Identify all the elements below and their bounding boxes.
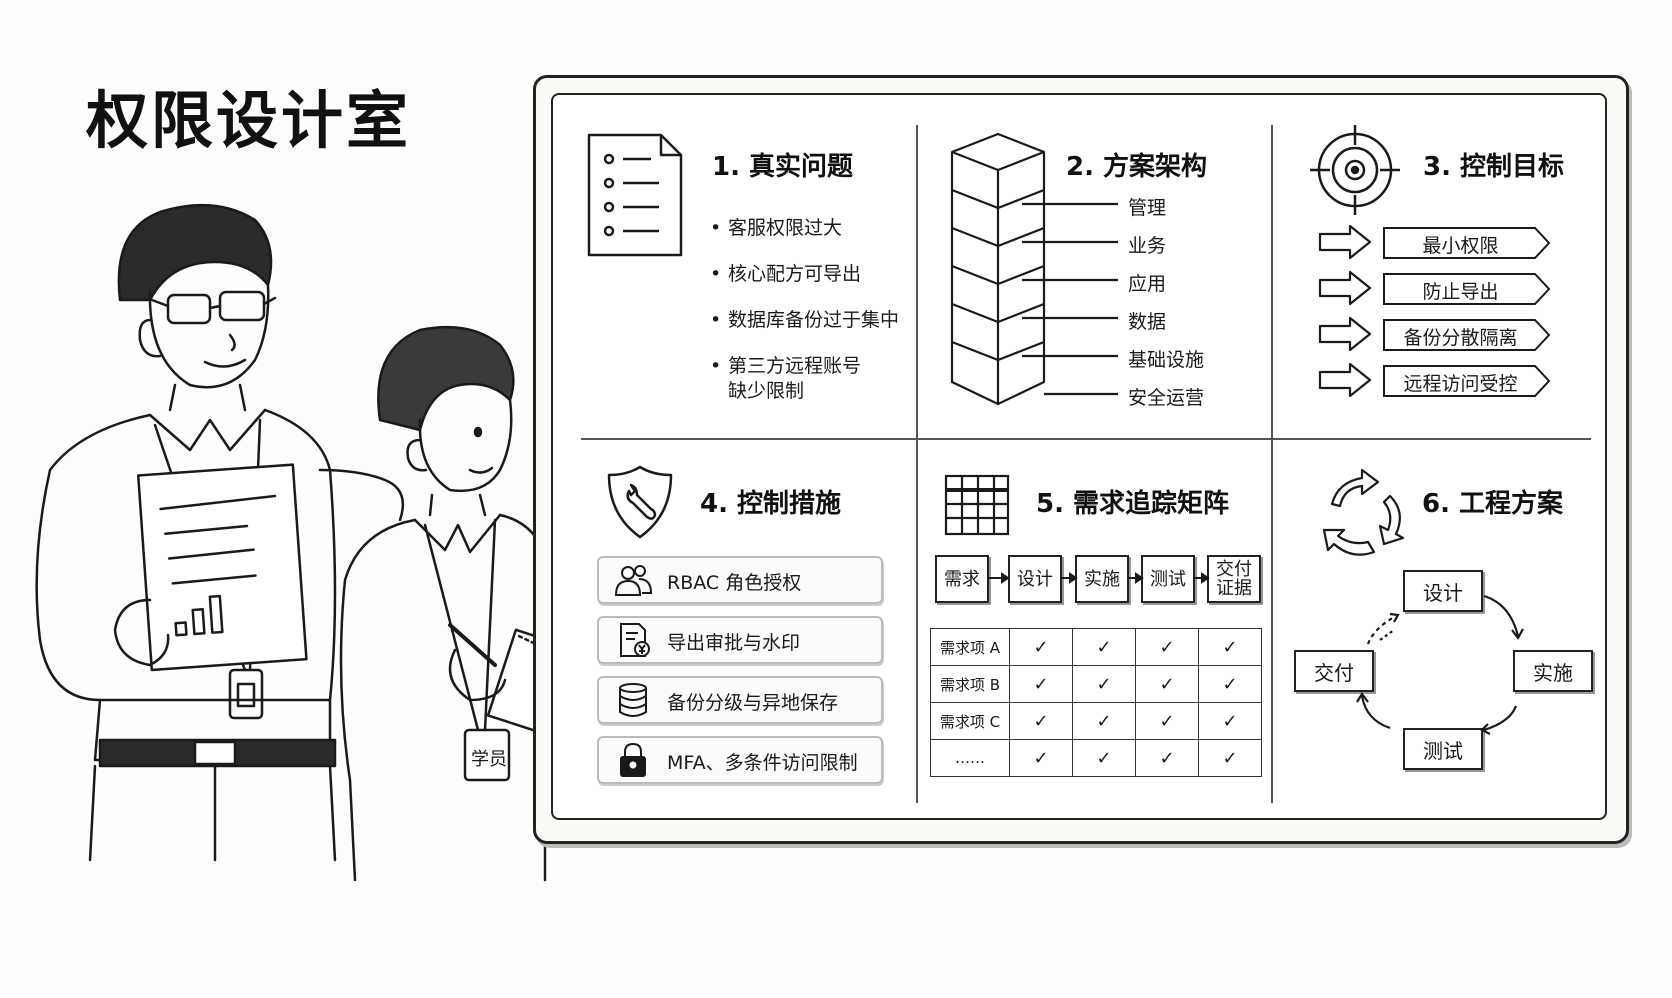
check-icon: ✓ xyxy=(1009,739,1073,777)
flow-step-line1: 交付 xyxy=(1216,559,1252,580)
goal-arrows xyxy=(1318,224,1372,398)
problem-item: 数据库备份过于集中 xyxy=(710,308,899,333)
arrow-icon xyxy=(1483,705,1518,732)
matrix-row-label: 需求项 B xyxy=(930,665,1010,703)
goal-box-outlines xyxy=(1383,227,1551,397)
page-title: 权限设计室 xyxy=(86,84,412,157)
database-icon xyxy=(619,683,647,717)
measure-label: MFA、多条件访问限制 xyxy=(667,752,858,774)
divider-horizontal xyxy=(581,438,1591,440)
flow-step-line2: 证据 xyxy=(1216,578,1252,599)
check-icon: ✓ xyxy=(1198,739,1262,777)
check-icon: ✓ xyxy=(1135,739,1199,777)
table-row: …… ✓ ✓ ✓ ✓ xyxy=(930,739,1262,777)
arrow-right-icon xyxy=(1318,270,1372,306)
target-crosshair-icon xyxy=(1310,125,1400,215)
cycle-step-testing: 测试 xyxy=(1403,728,1483,770)
check-icon: ✓ xyxy=(1009,702,1073,740)
flow-step-requirement: 需求 xyxy=(935,555,989,603)
document-yen-icon xyxy=(620,623,650,657)
section-title-engineering-plan: 6. 工程方案 xyxy=(1422,489,1564,519)
recycle-cycle-icon xyxy=(1322,468,1405,556)
matrix-row-label: 需求项 C xyxy=(930,702,1010,740)
layer-label-infrastructure: 基础设施 xyxy=(1128,349,1205,371)
problem-item: 核心配方可导出 xyxy=(710,262,899,287)
section-title-real-problems: 1. 真实问题 xyxy=(712,152,854,182)
flow-step-implementation: 实施 xyxy=(1075,555,1129,603)
matrix-row-label: …… xyxy=(930,739,1010,777)
student-badge: 学员 xyxy=(471,749,507,770)
layered-architecture-stack-icon xyxy=(950,132,1118,406)
matrix-row-label: 需求项 A xyxy=(930,628,1010,666)
goal-backup-isolation: 备份分散隔离 xyxy=(1403,327,1518,349)
checklist-document-icon xyxy=(587,133,683,257)
section-title-control-goals: 3. 控制目标 xyxy=(1423,152,1565,182)
section-title-traceability-matrix: 5. 需求追踪矩阵 xyxy=(1036,489,1230,519)
cycle-step-implementation: 实施 xyxy=(1513,650,1593,692)
measure-label: RBAC 角色授权 xyxy=(667,572,802,594)
flow-step-delivery-evidence: 交付 证据 xyxy=(1207,555,1261,603)
arrow-icon xyxy=(1360,695,1391,730)
layer-label-business: 业务 xyxy=(1128,235,1167,257)
arrow-right-icon xyxy=(1318,316,1372,352)
measure-label: 导出审批与水印 xyxy=(667,632,801,654)
arrow-icon xyxy=(1483,594,1520,637)
goal-least-privilege: 最小权限 xyxy=(1422,235,1499,257)
check-icon: ✓ xyxy=(1072,702,1136,740)
arrow-icon xyxy=(1366,615,1397,645)
layer-label-application: 应用 xyxy=(1128,273,1167,295)
check-icon: ✓ xyxy=(1009,628,1073,666)
section-title-control-measures: 4. 控制措施 xyxy=(700,489,842,519)
cycle-step-delivery: 交付 xyxy=(1294,650,1374,692)
shield-wrench-icon xyxy=(607,465,673,539)
check-icon: ✓ xyxy=(1135,665,1199,703)
measure-mfa: MFA、多条件访问限制 xyxy=(597,736,883,784)
table-row: 需求项 A ✓ ✓ ✓ ✓ xyxy=(930,628,1262,666)
instructor-and-student-illustration: 学员 xyxy=(35,203,598,882)
measure-export-approval: 导出审批与水印 xyxy=(597,616,883,664)
divider-vertical-2 xyxy=(1271,125,1273,803)
divider-vertical-1 xyxy=(916,125,918,803)
check-icon: ✓ xyxy=(1135,702,1199,740)
check-icon: ✓ xyxy=(1072,665,1136,703)
table-row: 需求项 B ✓ ✓ ✓ ✓ xyxy=(930,665,1262,703)
users-icon xyxy=(614,565,653,596)
cycle-step-design: 设计 xyxy=(1403,570,1483,612)
arrow-right-icon xyxy=(1318,224,1372,260)
instructor-figure xyxy=(35,203,405,862)
lock-icon xyxy=(620,742,646,777)
problem-item-line1: 第三方远程账号 xyxy=(728,355,862,377)
check-icon: ✓ xyxy=(1198,628,1262,666)
layer-label-security-ops: 安全运营 xyxy=(1128,387,1205,409)
goal-prevent-export: 防止导出 xyxy=(1422,281,1499,303)
problem-item: 客服权限过大 xyxy=(710,216,899,241)
table-row: 需求项 C ✓ ✓ ✓ ✓ xyxy=(930,702,1262,740)
flow-arrows xyxy=(988,572,1210,584)
measure-rbac: RBAC 角色授权 xyxy=(597,556,883,604)
flow-step-design: 设计 xyxy=(1008,555,1062,603)
check-icon: ✓ xyxy=(1135,628,1199,666)
layer-label-data: 数据 xyxy=(1128,311,1167,333)
check-icon: ✓ xyxy=(1072,739,1136,777)
goal-remote-access-control: 远程访问受控 xyxy=(1403,373,1518,395)
check-icon: ✓ xyxy=(1009,665,1073,703)
layer-label-management: 管理 xyxy=(1128,197,1167,219)
measure-backup: 备份分级与异地保存 xyxy=(597,676,883,724)
cycle-arrows xyxy=(1356,594,1524,735)
traceability-matrix-table: 需求项 A ✓ ✓ ✓ ✓ 需求项 B ✓ ✓ ✓ ✓ 需求项 C ✓ ✓ ✓ … xyxy=(930,628,1262,777)
measure-label: 备份分级与异地保存 xyxy=(667,692,839,714)
check-icon: ✓ xyxy=(1072,628,1136,666)
check-icon: ✓ xyxy=(1198,665,1262,703)
problem-item-line2: 缺少限制 xyxy=(728,380,805,402)
grid-table-icon xyxy=(944,474,1010,536)
check-icon: ✓ xyxy=(1198,702,1262,740)
arrow-right-icon xyxy=(1318,362,1372,398)
section-title-architecture: 2. 方案架构 xyxy=(1066,152,1208,182)
